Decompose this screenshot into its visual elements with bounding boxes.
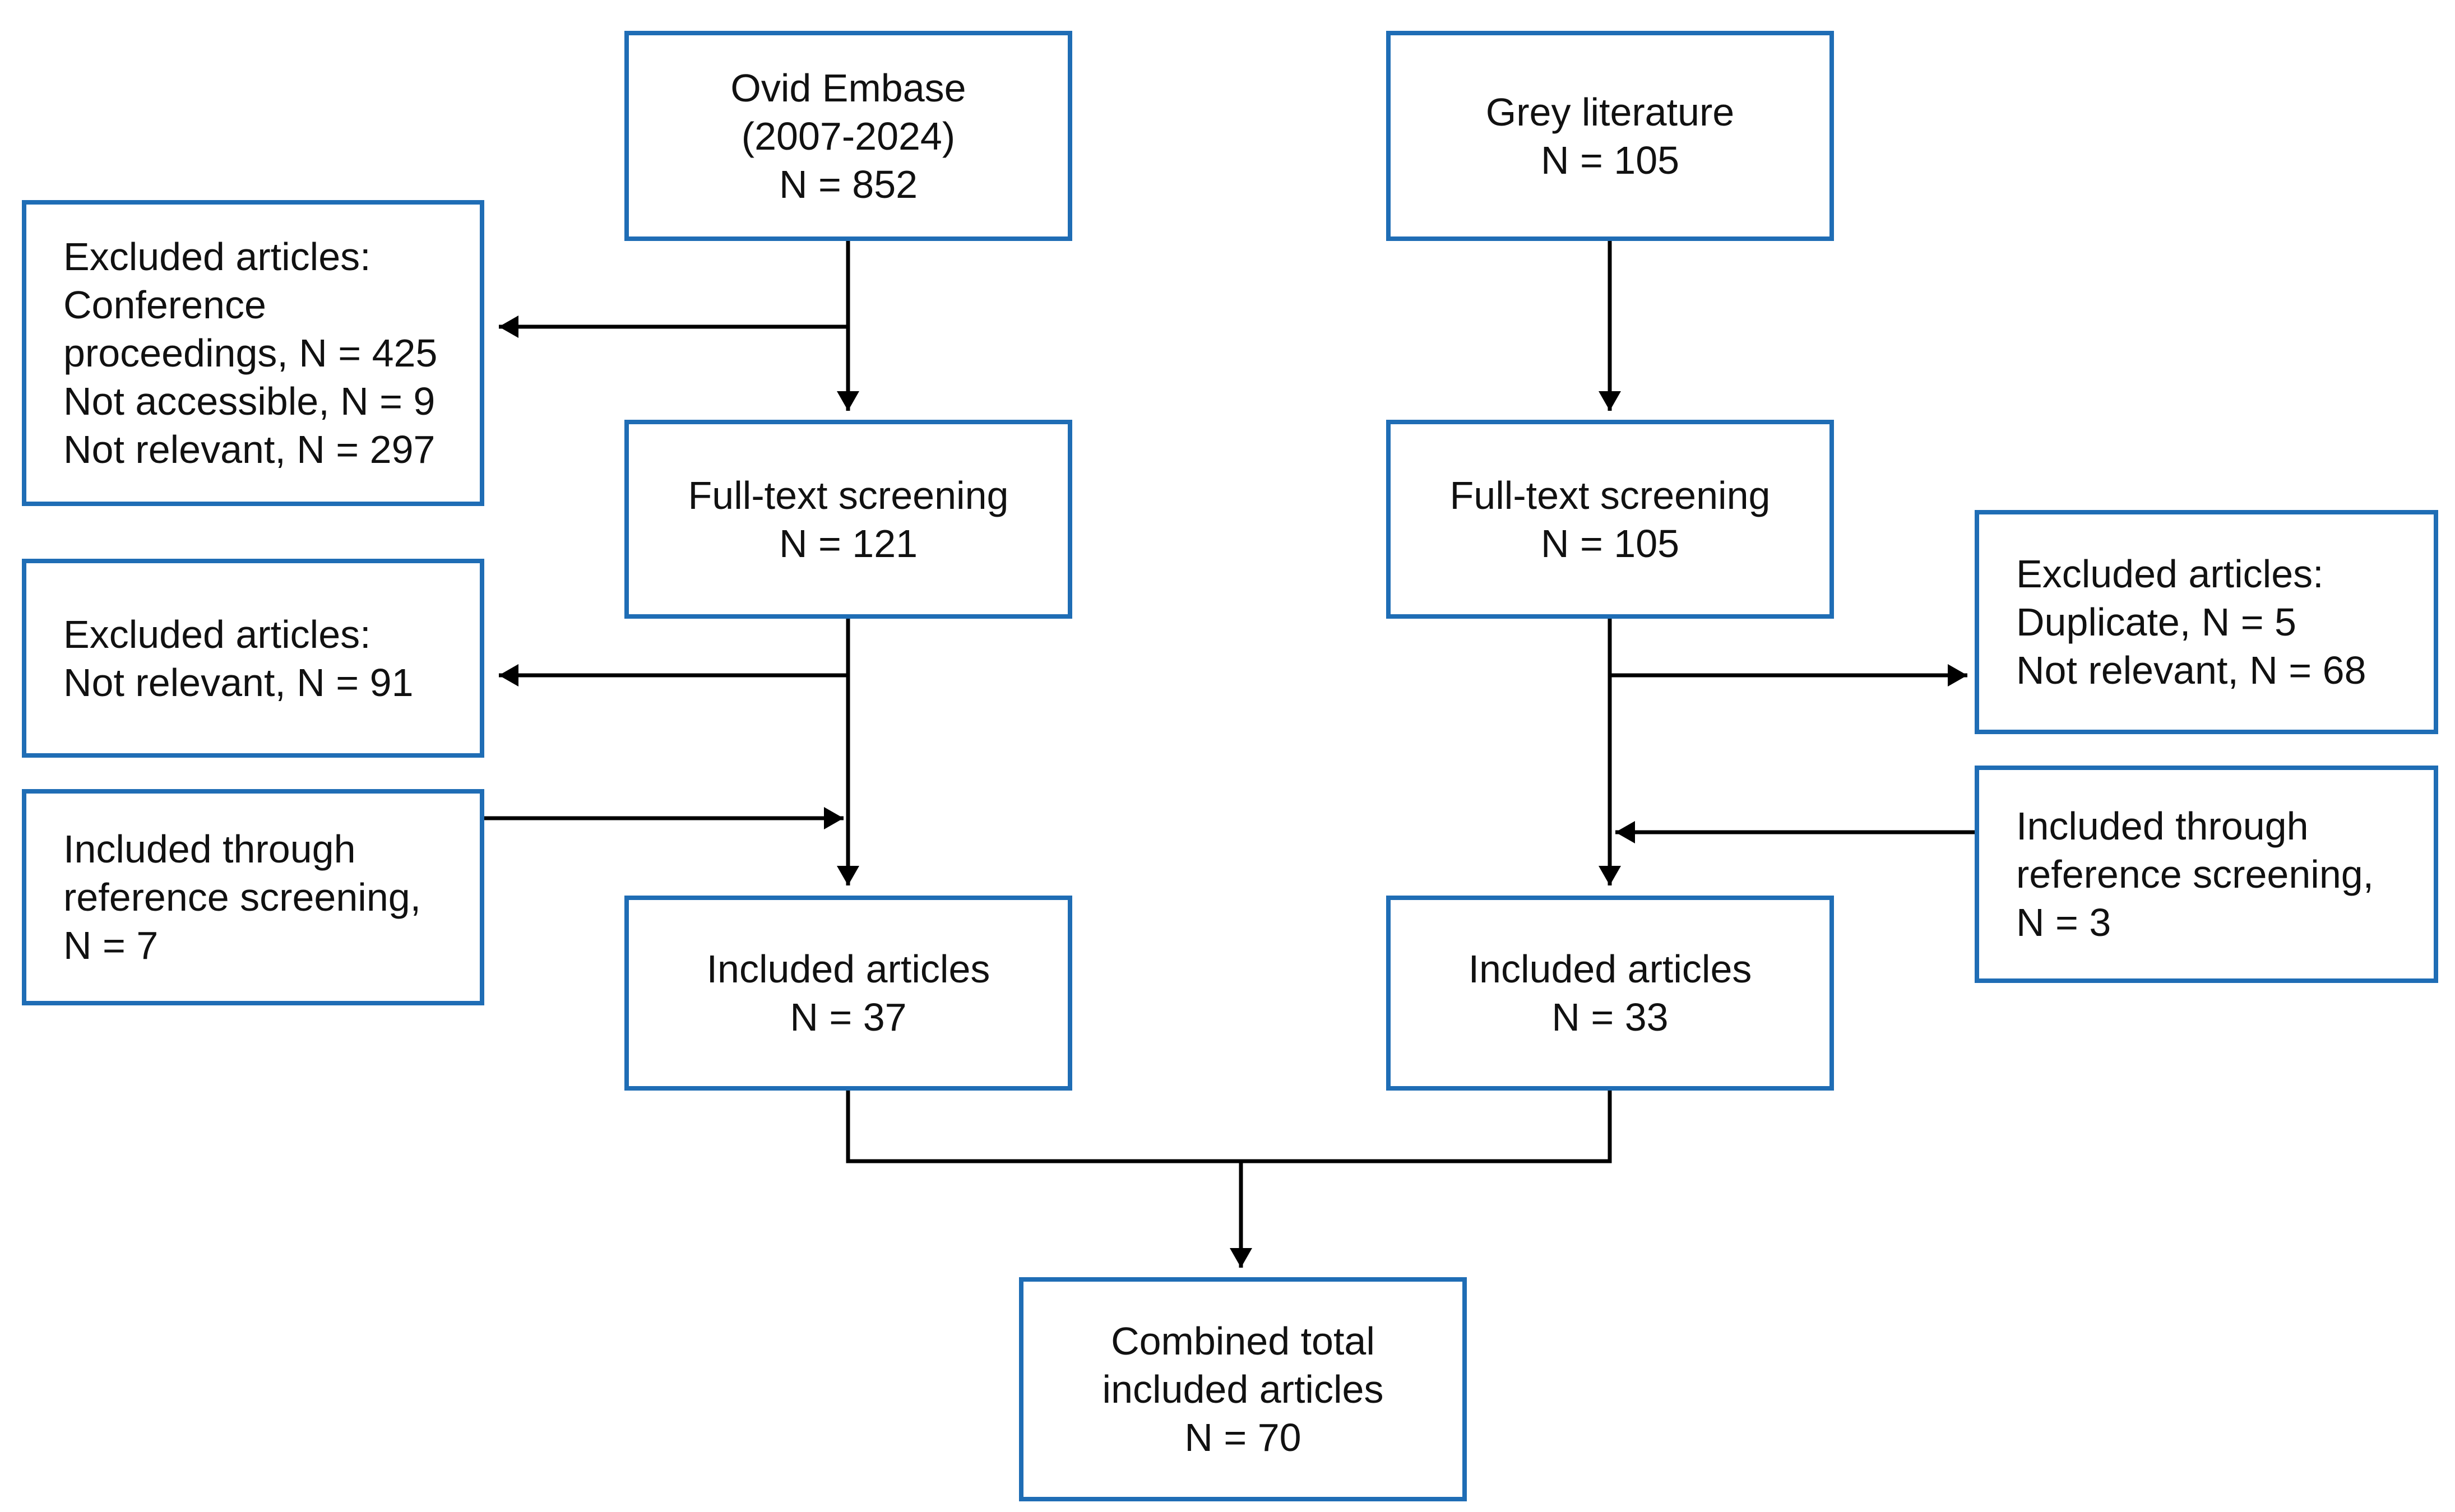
excluded-initial-heading: Excluded articles: (63, 235, 371, 279)
merge-connector (846, 1091, 1612, 1163)
combined-total-count: N = 70 (1184, 1416, 1301, 1459)
fulltext-screening-right-count: N = 105 (1540, 521, 1680, 565)
excluded-right-not-relevant: Not relevant, N = 68 (2016, 648, 2366, 692)
ovid-embase-title: Ovid Embase (730, 66, 966, 110)
fulltext-screening-left-box: Full-text screening N = 121 (624, 420, 1072, 619)
excluded-fulltext-left-heading: Excluded articles: (63, 612, 371, 656)
ovid-embase-count: N = 852 (779, 162, 918, 206)
grey-literature-count: N = 105 (1540, 138, 1680, 182)
ovid-embase-box: Ovid Embase (2007-2024) N = 852 (624, 31, 1072, 241)
included-articles-right-box: Included articles N = 33 (1386, 896, 1834, 1091)
reference-screening-right-line2: reference screening, (2016, 852, 2374, 896)
excluded-fulltext-left-reason: Not relevant, N = 91 (63, 660, 414, 704)
combined-total-box: Combined total included articles N = 70 (1019, 1277, 1467, 1501)
reference-screening-right-box: Included through reference screening, N … (1975, 766, 2438, 983)
reference-screening-left-box: Included through reference screening, N … (22, 789, 484, 1005)
included-articles-right-title: Included articles (1468, 947, 1752, 991)
combined-total-line2: included articles (1102, 1367, 1384, 1411)
excluded-fulltext-left-box: Excluded articles: Not relevant, N = 91 (22, 559, 484, 758)
grey-literature-title: Grey literature (1485, 90, 1735, 134)
included-articles-right-count: N = 33 (1551, 995, 1669, 1039)
excluded-right-heading: Excluded articles: (2016, 552, 2324, 596)
reference-screening-right-line1: Included through (2016, 804, 2309, 848)
excluded-initial-line5: Not relevant, N = 297 (63, 428, 436, 471)
fulltext-screening-left-count: N = 121 (779, 521, 918, 565)
fulltext-screening-left-title: Full-text screening (688, 473, 1009, 517)
reference-screening-left-count: N = 7 (63, 924, 159, 967)
reference-screening-left-line2: reference screening, (63, 875, 421, 919)
reference-screening-left-line1: Included through (63, 827, 356, 871)
excluded-right-duplicate: Duplicate, N = 5 (2016, 600, 2296, 644)
grey-literature-box: Grey literature N = 105 (1386, 31, 1834, 241)
fulltext-screening-right-title: Full-text screening (1449, 473, 1771, 517)
excluded-initial-line3: proceedings, N = 425 (63, 331, 438, 375)
fulltext-screening-right-box: Full-text screening N = 105 (1386, 420, 1834, 619)
combined-total-line1: Combined total (1111, 1319, 1375, 1363)
included-articles-left-count: N = 37 (790, 995, 907, 1039)
included-articles-left-title: Included articles (706, 947, 990, 991)
reference-screening-right-count: N = 3 (2016, 901, 2111, 944)
excluded-initial-line4: Not accessible, N = 9 (63, 379, 436, 423)
ovid-embase-years: (2007-2024) (741, 114, 956, 158)
excluded-initial-line2: Conference (63, 283, 266, 327)
excluded-initial-box: Excluded articles: Conference proceeding… (22, 200, 484, 506)
excluded-right-box: Excluded articles: Duplicate, N = 5 Not … (1975, 510, 2438, 734)
included-articles-left-box: Included articles N = 37 (624, 896, 1072, 1091)
